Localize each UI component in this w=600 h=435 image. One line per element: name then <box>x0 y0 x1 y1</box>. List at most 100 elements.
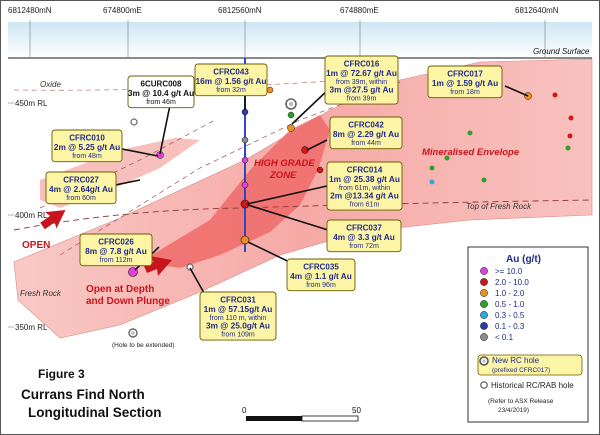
legend: Au (g/t) >= 10.0 2.0 - 10.0 1.0 - 2.0 0.5 -… <box>467 246 589 423</box>
legend-swatch <box>480 278 488 286</box>
callout-line: from 39m, within <box>336 79 387 86</box>
legend-item-label: 0.1 - 0.3 <box>495 322 525 331</box>
callout-line: 3m @ 10.4 g/t Au <box>128 88 194 98</box>
legend-swatch <box>480 322 488 330</box>
structure-dashed-line-1 <box>59 81 401 256</box>
callout-line: from 109m <box>221 332 255 339</box>
fresh-rock-label: Fresh Rock <box>20 289 62 298</box>
callout-box <box>79 233 153 267</box>
legend-item-label: 0.3 - 0.5 <box>495 311 525 320</box>
callout-line: 1m @ 72.67 g/t Au <box>326 68 397 78</box>
callout-line: 2m @13.34 g/t Au <box>330 190 399 200</box>
high-grade-label-1: HIGH GRADE <box>254 158 315 169</box>
legend-item-label: 0.5 - 1.0 <box>495 300 525 309</box>
callout-line: 8m @ 7.8 g/t Au <box>85 246 147 256</box>
top-of-fresh-rock-line <box>13 199 593 231</box>
legend-title: Au (g/t) <box>506 254 541 265</box>
callout-line: from 96m <box>306 282 336 289</box>
callout-line: CFRC031 <box>220 296 256 305</box>
rl-label-400: 400m RL <box>15 211 48 220</box>
open-label: OPEN <box>22 240 50 251</box>
legend-item-label: 1.0 - 2.0 <box>495 289 525 298</box>
scale-start: 0 <box>242 406 247 415</box>
legend-item-label: >= 10.0 <box>495 267 523 276</box>
callout-line: from 39m <box>347 96 377 103</box>
callout-line: 3m @27.5 g/t Au <box>329 84 393 94</box>
callout-line: CFRC043 <box>213 68 249 77</box>
callout-box <box>286 258 356 292</box>
legend-swatch <box>480 300 488 308</box>
callout-box <box>324 55 399 105</box>
scale-end: 50 <box>352 406 361 415</box>
grid-label-4: 674880mE <box>340 6 379 15</box>
legend-swatch <box>480 333 488 341</box>
callout-line: CFRC010 <box>69 134 105 143</box>
legend-swatch <box>480 311 488 319</box>
callout-line: from 18m <box>450 89 480 96</box>
callout-box <box>329 116 403 150</box>
open-depth-label-1: Open at Depth <box>86 284 154 295</box>
callout-line: 16m @ 1.56 g/t Au <box>196 76 267 86</box>
top-of-fresh-rock-label: Top of Fresh Rock <box>466 202 532 211</box>
callout-box <box>45 171 117 205</box>
callout-box <box>326 219 402 253</box>
rl-label-450: 450m RL <box>15 99 48 108</box>
grid-label-1: 6812480mN <box>8 6 52 15</box>
callout-line: CFRC016 <box>344 60 380 69</box>
callout-line: CFRC037 <box>346 224 382 233</box>
legend-item-label: 2.0 - 10.0 <box>495 278 529 287</box>
callout-line: from 112m <box>100 257 133 264</box>
callout-line: from 44m <box>351 140 381 147</box>
callout-line: 1m @ 57.15g/t Au <box>204 304 273 314</box>
callout-line: from 110 m, within <box>210 315 267 322</box>
callout-line: 4m @ 1.1 g/t Au <box>290 271 352 281</box>
hole-extended-label: (Hole to be extended) <box>112 342 175 349</box>
ground-surface-label: Ground Surface <box>533 47 590 56</box>
callout-line: CFRC014 <box>347 166 383 175</box>
callout-line: CFRC042 <box>348 121 384 130</box>
callout-line: 4m @ 3.3 g/t Au <box>333 232 395 242</box>
section-title-1: Currans Find North <box>21 387 145 402</box>
drillhole-samples <box>240 108 250 245</box>
figure-label: Figure 3 <box>38 367 85 381</box>
grid-label-2: 674800mE <box>103 6 142 15</box>
callout-line: from 61m, within <box>339 185 390 192</box>
legend-new-hole-box <box>477 354 583 376</box>
legend-swatch <box>480 289 488 297</box>
open-depth-label-2: and Down Plunge <box>86 296 170 307</box>
oxide-label: Oxide <box>40 80 61 89</box>
callout-line: from 61m <box>350 202 380 209</box>
callout-line: 4m @ 2.64g/t Au <box>49 184 113 194</box>
legend-note-1: (Refer to ASX Release <box>488 398 554 405</box>
callout-line: from 48m <box>72 153 102 160</box>
callout-line: CFRC027 <box>63 176 99 185</box>
open-arrows <box>40 209 172 276</box>
callout-line: 3m @ 25.0g/t Au <box>206 320 270 330</box>
callout-box <box>427 65 503 99</box>
callout-line: 8m @ 2.29 g/t Au <box>333 129 399 139</box>
callout-line: CFRC017 <box>447 70 483 79</box>
legend-box <box>467 246 589 423</box>
sky-band <box>8 22 592 58</box>
callout-line: from 32m <box>216 87 246 94</box>
callout-box <box>51 129 123 163</box>
grid-lines <box>8 20 546 328</box>
callout-line: CFRC026 <box>98 238 134 247</box>
mineralised-envelope-label: Mineralised Envelope <box>422 147 520 158</box>
legend-historical-hole-label: Historical RC/RAB hole <box>491 381 574 390</box>
legend-item-label: < 0.1 <box>495 333 514 342</box>
grid-label-5: 6812640mN <box>515 6 559 15</box>
rl-label-350: 350m RL <box>15 323 48 332</box>
legend-new-hole-sub: (prefixed CFRC017) <box>492 367 550 374</box>
